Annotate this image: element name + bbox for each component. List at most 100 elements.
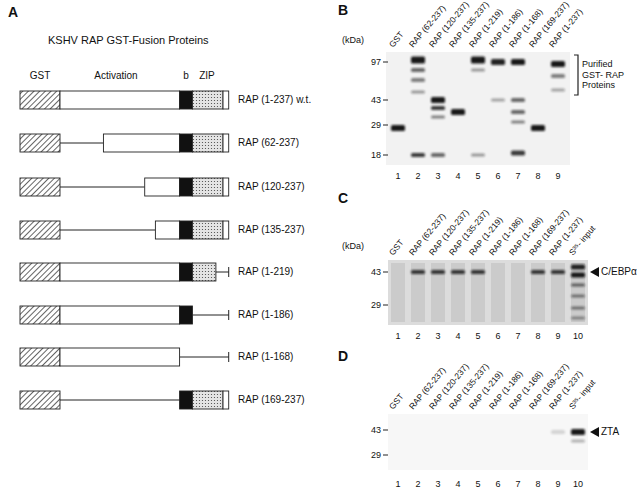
lane-smear xyxy=(551,263,565,322)
bracket xyxy=(574,55,578,95)
end-tick xyxy=(228,267,229,277)
panel-letter: D xyxy=(338,348,348,364)
basic-region xyxy=(180,91,193,109)
gst-box xyxy=(20,178,60,196)
size-marker: 43 xyxy=(371,95,381,105)
gel-image xyxy=(388,260,588,325)
lane-number: 6 xyxy=(495,331,500,341)
protein-band xyxy=(411,57,425,64)
protein-band xyxy=(431,116,445,119)
construct-bar xyxy=(20,263,229,281)
marker-tick xyxy=(383,125,388,126)
gel-background xyxy=(388,414,588,470)
lane-number: 8 xyxy=(535,171,540,181)
construct-bar xyxy=(20,306,229,324)
activation-domain xyxy=(60,348,180,366)
protein-band xyxy=(571,273,585,278)
gst-box xyxy=(20,348,60,366)
lane-number: 3 xyxy=(435,331,440,341)
size-marker: 29 xyxy=(371,120,381,130)
lane-number: 1 xyxy=(395,171,400,181)
protein-band xyxy=(551,430,565,434)
construct-map xyxy=(20,91,229,409)
protein-band xyxy=(511,121,525,124)
size-marker: 43 xyxy=(371,425,381,435)
c-terminal-tail xyxy=(223,134,229,152)
marker-tick xyxy=(383,430,388,431)
zipper-domain xyxy=(192,91,223,109)
domain-label: ZIP xyxy=(199,70,215,82)
lane-number: 4 xyxy=(455,331,460,341)
protein-band xyxy=(471,57,485,64)
deletion-line xyxy=(60,400,180,401)
lane-smear xyxy=(491,263,505,322)
protein-band xyxy=(451,109,465,115)
c-terminal-tail xyxy=(223,91,229,109)
protein-band xyxy=(491,99,505,102)
lane-number: 8 xyxy=(535,331,540,341)
construct-bar xyxy=(20,391,229,409)
lane-number: 4 xyxy=(455,479,460,489)
protein-band xyxy=(471,69,485,72)
basic-region xyxy=(180,263,193,281)
gst-box xyxy=(20,221,60,239)
band-arrow xyxy=(590,267,599,277)
gel-background xyxy=(388,260,588,325)
protein-band xyxy=(571,284,585,287)
panel-letter: A xyxy=(8,4,18,20)
lane-number: 10 xyxy=(573,479,583,489)
gst-box xyxy=(20,306,60,324)
lane-number: 6 xyxy=(495,479,500,489)
zipper-domain xyxy=(192,178,223,196)
construct-label: RAP (1-186) xyxy=(238,309,293,321)
gst-box xyxy=(20,391,60,409)
zipper-domain xyxy=(192,134,223,152)
lane-smear xyxy=(391,263,405,322)
protein-band xyxy=(531,125,545,131)
band-label: ZTA xyxy=(601,426,619,438)
marker-tick xyxy=(383,455,388,456)
lane-smear xyxy=(531,263,545,322)
protein-band xyxy=(411,78,425,82)
lane-smear xyxy=(571,263,585,322)
deletion-line xyxy=(60,187,145,188)
protein-band xyxy=(411,270,425,274)
domain-label: Activation xyxy=(94,70,137,82)
protein-band xyxy=(531,270,545,274)
gst-box xyxy=(20,134,60,152)
marker-tick xyxy=(383,100,388,101)
construct-label: RAP (169-237) xyxy=(238,394,305,406)
protein-band xyxy=(571,429,585,435)
lane-number: 3 xyxy=(435,171,440,181)
zipper-domain xyxy=(192,391,223,409)
lane-smear xyxy=(511,263,525,322)
size-marker: 29 xyxy=(371,450,381,460)
lane-smear xyxy=(451,263,465,322)
construct-label: RAP (62-237) xyxy=(238,137,299,149)
marker-tick xyxy=(383,305,388,306)
protein-band xyxy=(471,270,485,274)
lane-smear xyxy=(471,263,485,322)
protein-band xyxy=(511,59,525,65)
construct-label: RAP (135-237) xyxy=(238,224,305,236)
protein-band xyxy=(511,98,525,102)
protein-band xyxy=(511,110,525,114)
protein-band xyxy=(571,307,585,310)
protein-band xyxy=(431,270,445,274)
construct-bar xyxy=(20,134,229,152)
protein-band xyxy=(431,106,445,110)
protein-band xyxy=(411,153,425,157)
lane-number: 7 xyxy=(515,331,520,341)
lane-number: 2 xyxy=(415,171,420,181)
marker-tick xyxy=(383,62,388,63)
construct-bar xyxy=(20,348,229,366)
zipper-domain xyxy=(192,221,223,239)
protein-band xyxy=(571,295,585,298)
protein-band xyxy=(551,89,565,92)
bracket-label: Purified GST- RAP Proteins xyxy=(582,59,630,90)
axis-unit: (kDa) xyxy=(342,35,364,45)
lane-smear xyxy=(431,263,445,322)
construct-label: RAP (1-168) xyxy=(238,351,293,363)
lane-label: GST xyxy=(388,238,407,258)
marker-tick xyxy=(383,155,388,156)
